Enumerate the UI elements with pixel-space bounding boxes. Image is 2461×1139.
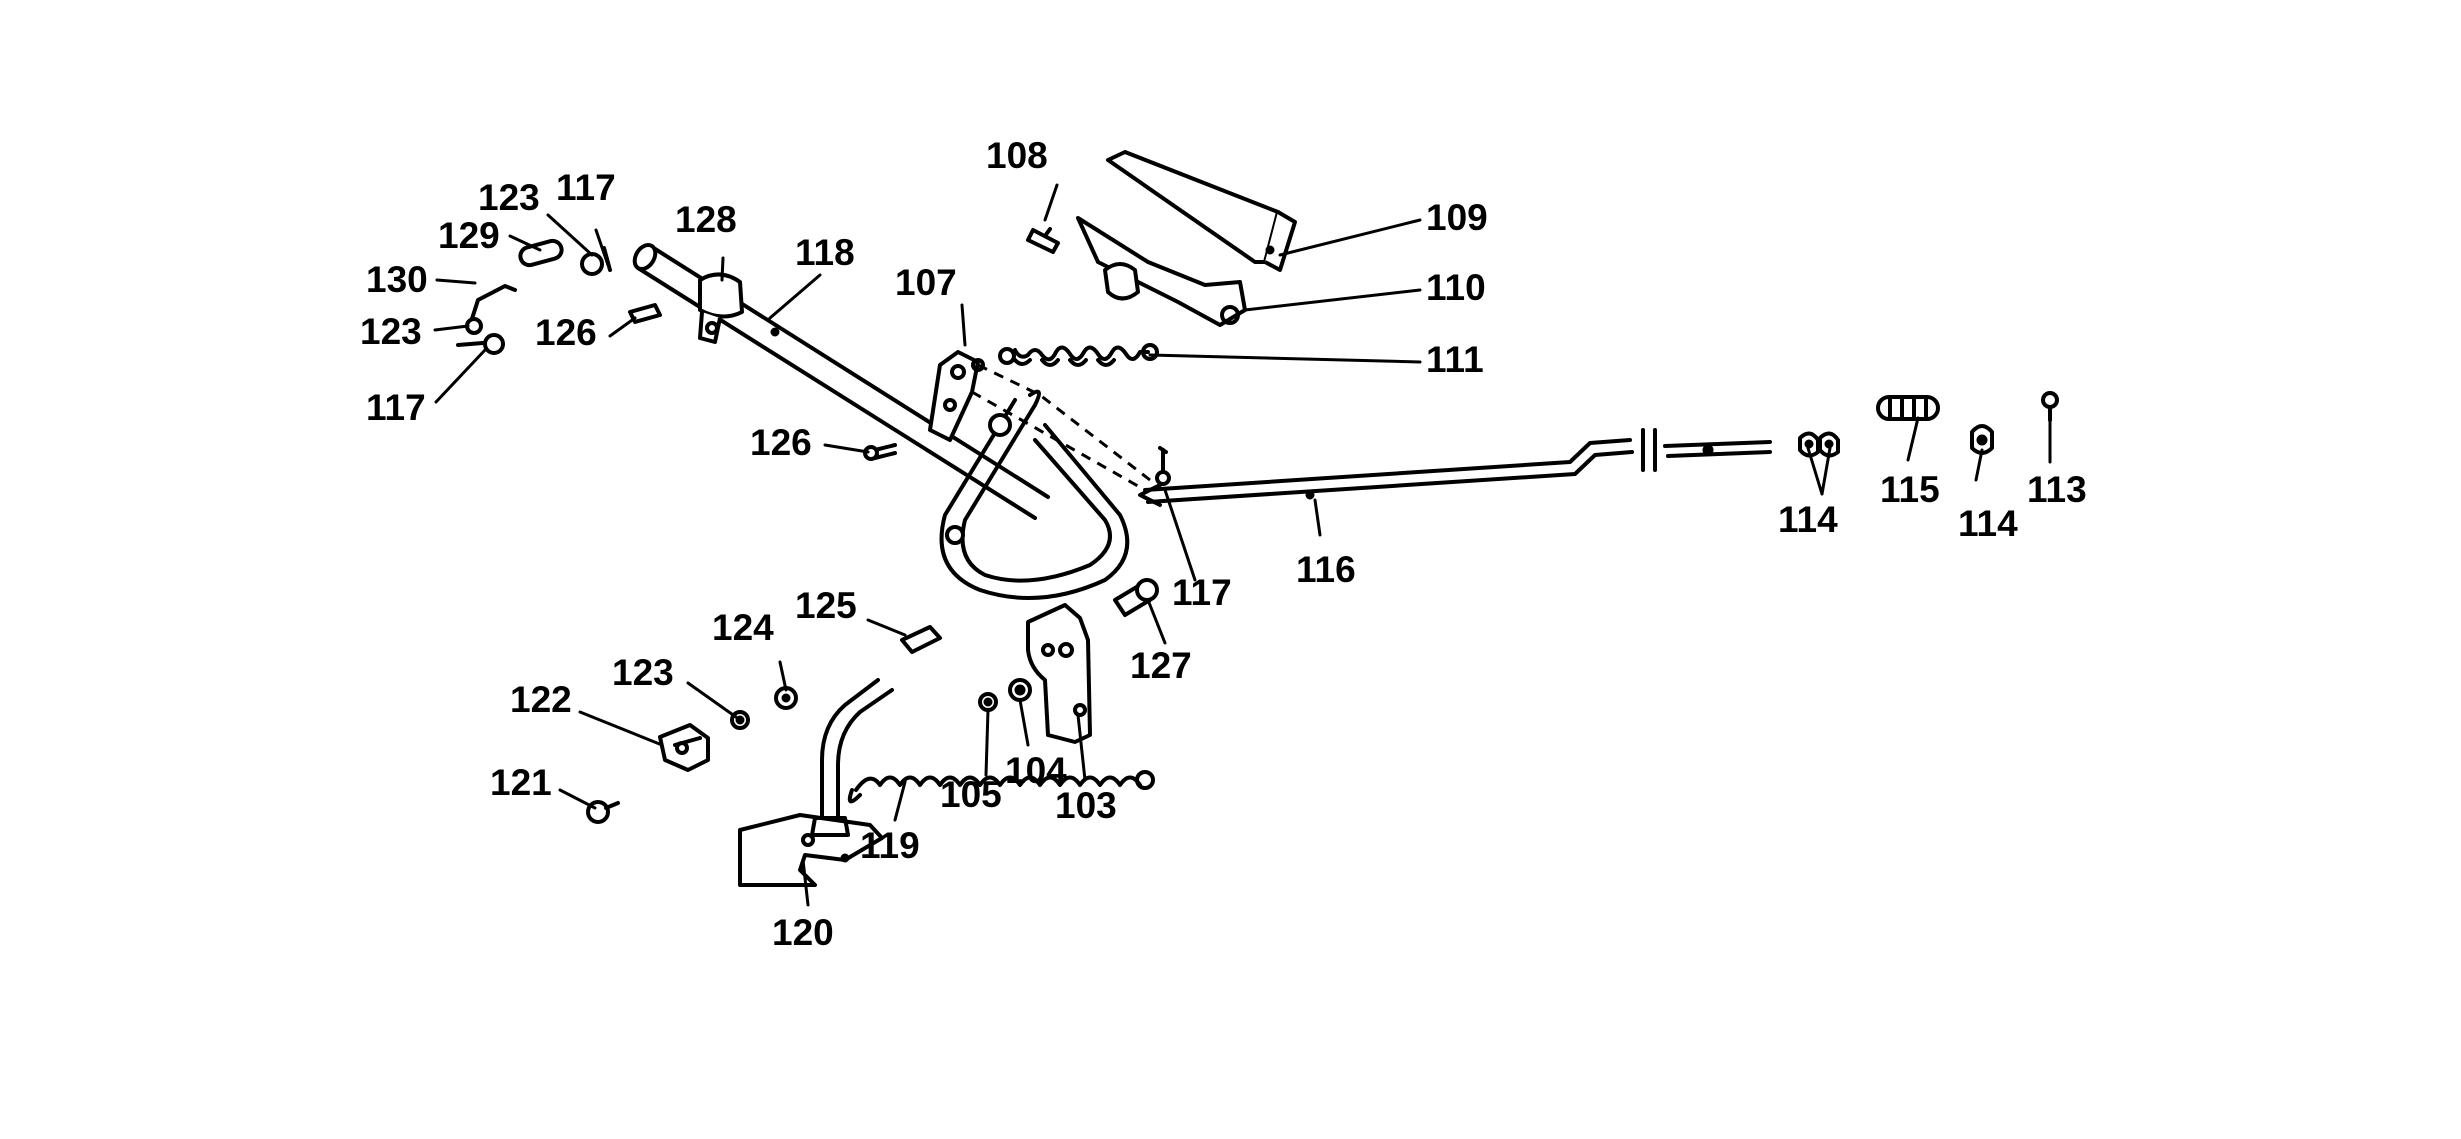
callout-126-top: 126 [535,312,597,353]
part-clip-113 [2041,391,2059,422]
callout-125: 125 [795,585,857,626]
part-bracket-122 [658,723,710,772]
part-pedal [1076,150,1297,327]
callout-110: 110 [1426,267,1486,308]
callout-113: 113 [2027,469,2087,510]
projection-line [971,390,1146,492]
part-collar-bracket [698,272,744,344]
callout-117-top: 117 [556,167,616,208]
callout-118: 118 [795,232,855,273]
part-lever-plate-120 [738,678,894,887]
callout-124: 124 [712,607,774,648]
callout-116: 116 [1296,549,1356,590]
part-plate-103 [1026,603,1092,744]
callout-111: 111 [1426,339,1484,380]
callout-120: 120 [772,912,834,953]
callout-107: 107 [895,262,957,303]
part-long-rod [1138,428,1772,507]
part-bolt-108 [1026,227,1060,254]
projection-line [977,363,1151,482]
part-washer-114b [1970,424,1994,455]
callout-104: 104 [1005,750,1067,791]
callout-123-left: 123 [360,311,422,352]
part-shaft [632,242,1050,520]
callout-123-low: 123 [612,652,674,693]
callout-117-rod: 117 [1172,572,1232,613]
callout-109: 109 [1426,197,1488,238]
part-pin-rod [1155,446,1171,486]
callout-126-mid: 126 [750,422,812,463]
callout-105: 105 [940,774,1002,815]
callout-128: 128 [675,199,737,240]
part-washers-114a [1798,431,1840,458]
callout-108: 108 [986,135,1048,176]
callout-114-left: 114 [1778,499,1838,540]
callout-127: 127 [1130,645,1192,686]
part-pin-125 [900,625,942,654]
callout-130: 130 [366,259,428,300]
part-washer-105 [978,692,998,712]
part-spring-119 [847,770,1155,804]
part-hardware-left [456,238,897,461]
callout-119: 119 [860,825,920,866]
callout-115: 115 [1880,469,1940,510]
callout-114-right: 114 [1958,503,2018,544]
part-spring-115 [1876,395,1940,421]
callout-103: 103 [1055,785,1117,826]
callout-117-left: 117 [366,387,426,428]
callout-122: 122 [510,679,572,720]
callout-129: 129 [438,215,500,256]
part-foot-loop [939,389,1130,600]
leader-lines [433,183,2052,907]
callout-121: 121 [490,762,552,803]
part-bolt-121 [586,800,620,824]
callout-123-top: 123 [478,177,540,218]
part-washer-104 [1008,678,1032,702]
